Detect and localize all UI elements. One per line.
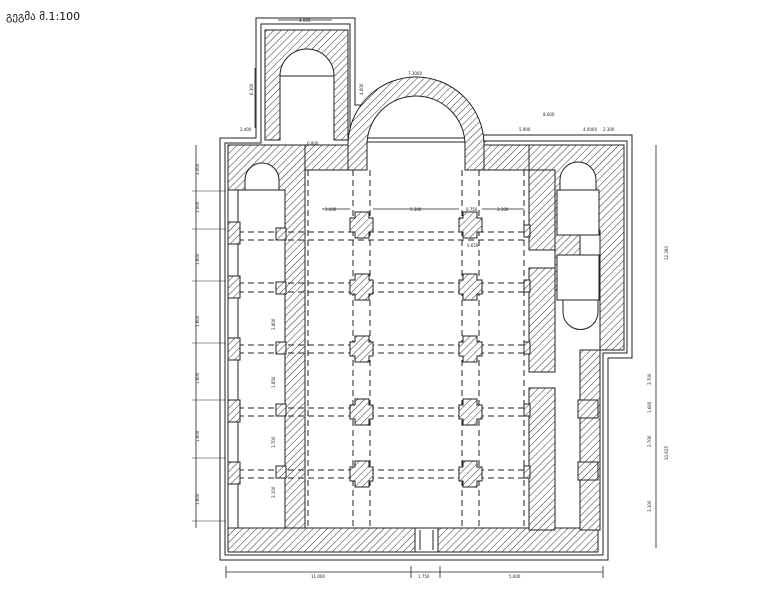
- left-dim-label: 1.600: [195, 315, 200, 327]
- dim-aisle-3: 1.700: [271, 436, 276, 448]
- left-dim-label: 1.600: [195, 372, 200, 384]
- dim-pier2: 0.650: [467, 243, 479, 248]
- dim-right-b2: 1.660: [647, 401, 652, 413]
- dim-top-wing-side: 4.600: [359, 83, 364, 95]
- dim-bottom-left: 11.000: [311, 574, 325, 579]
- plan-title: გეგმა მ.1:100: [6, 10, 81, 23]
- left-dim-label: 1.600: [195, 430, 200, 442]
- dim-east-a: 5.900: [519, 127, 531, 132]
- piers: [349, 211, 483, 488]
- dim-pier: 0.750: [466, 207, 478, 212]
- dim-top-wing-width: 4.000: [299, 18, 311, 23]
- dim-bay-mid: 5.300: [410, 207, 422, 212]
- dim-bottom-door: 1.750: [418, 574, 430, 579]
- dim-aisle-1: 2.800: [271, 318, 276, 330]
- west-jambs: [227, 221, 599, 485]
- dim-right-b3: 2.700: [647, 435, 652, 447]
- entrance-door: [414, 527, 439, 553]
- dim-right-bottom: 10.625: [664, 446, 669, 460]
- dim-left-top: 2.400: [240, 127, 252, 132]
- dim-east-c: 2.300: [603, 127, 615, 132]
- dimension-lines: [195, 19, 657, 578]
- left-dim-label: 1.000: [195, 201, 200, 213]
- dim-top-wing-height: 6.300: [249, 83, 254, 95]
- dim-apse: 7.3000: [408, 71, 422, 76]
- left-dim-label: 3.000: [195, 163, 200, 175]
- dimension-texts: 4.000 7.3000 8.000 5.900 4.0000 2.300 2.…: [240, 18, 669, 579]
- dim-bay-right: 3.300: [497, 207, 509, 212]
- dim-right-top: 12.360: [664, 246, 669, 260]
- left-dimension-texts: 3.000 1.000 1.600 1.600 1.600 1.600 1.600: [192, 163, 226, 522]
- dim-gap-small: 0.800: [307, 141, 319, 146]
- dim-right-b4: 3.100: [647, 500, 652, 512]
- dim-bay-left: 3.000: [325, 207, 337, 212]
- left-dim-label: 1.600: [195, 493, 200, 505]
- dim-east-right: 8.000: [543, 112, 555, 117]
- dim-right-b1: 3.700: [647, 373, 652, 385]
- dim-aisle-4: 2.100: [271, 486, 276, 498]
- niches: [244, 161, 600, 330]
- dim-east-b: 4.0000: [583, 127, 597, 132]
- dim-bottom-right: 5.600: [509, 574, 521, 579]
- dim-aisle-2: 1.850: [271, 376, 276, 388]
- left-dim-label: 1.600: [195, 253, 200, 265]
